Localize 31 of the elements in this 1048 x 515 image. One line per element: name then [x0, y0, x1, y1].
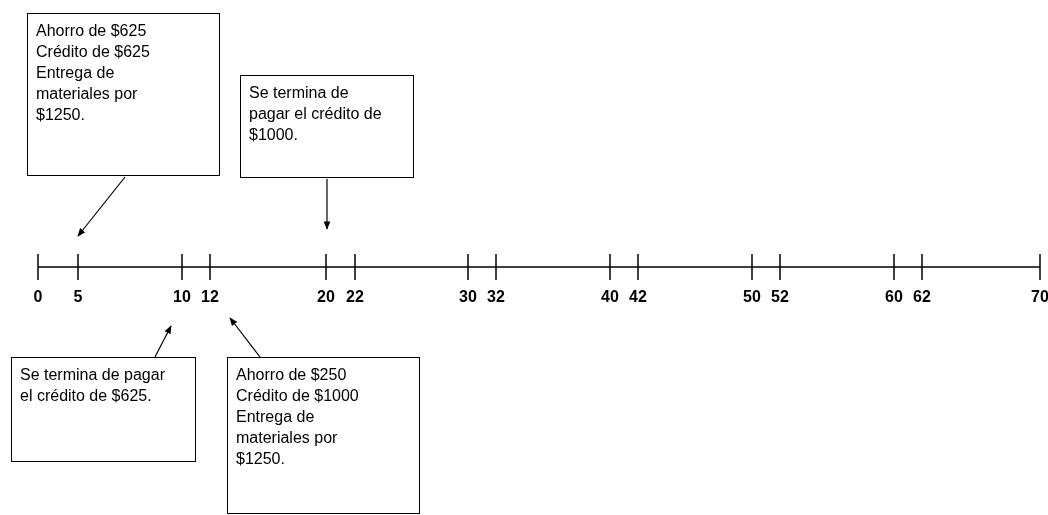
- callout-box: [11, 357, 196, 462]
- tick-label: 10: [173, 288, 191, 306]
- tick-label: 5: [73, 288, 83, 306]
- tick-label: 62: [913, 288, 931, 306]
- tick-label: 40: [601, 288, 619, 306]
- callout-text: Crédito de $1000: [236, 386, 360, 406]
- callout-box: [27, 13, 220, 176]
- leader-arrow: [154, 325, 172, 358]
- tick-label: 32: [487, 288, 505, 306]
- callout-text: Ahorro de $250: [236, 365, 348, 385]
- tick-label: 52: [771, 288, 789, 306]
- callout-text: Crédito de $625: [36, 42, 151, 62]
- tick-label: 50: [743, 288, 761, 306]
- tick-label: 42: [629, 288, 647, 306]
- callout-box: [240, 75, 414, 178]
- tick-label: 70: [1031, 288, 1048, 306]
- tick-label: 20: [317, 288, 335, 306]
- leader-arrow: [77, 176, 126, 237]
- callout-box: [227, 357, 420, 514]
- callout-text: Entrega de materiales por $1250.: [36, 63, 139, 125]
- tick-label: 12: [201, 288, 219, 306]
- leader-arrow: [229, 317, 261, 358]
- callout-text: Entrega de materiales por $1250.: [236, 407, 339, 469]
- callout-text: Se termina de pagar el crédito de $1000.: [249, 83, 383, 145]
- tick-label: 30: [459, 288, 477, 306]
- callout-text: Ahorro de $625: [36, 21, 148, 41]
- tick-label: 0: [33, 288, 43, 306]
- tick-label: 22: [346, 288, 364, 306]
- callout-text: Se termina de pagar el crédito de $625.: [20, 365, 166, 406]
- tick-label: 60: [885, 288, 903, 306]
- leader-arrow: [323, 178, 331, 230]
